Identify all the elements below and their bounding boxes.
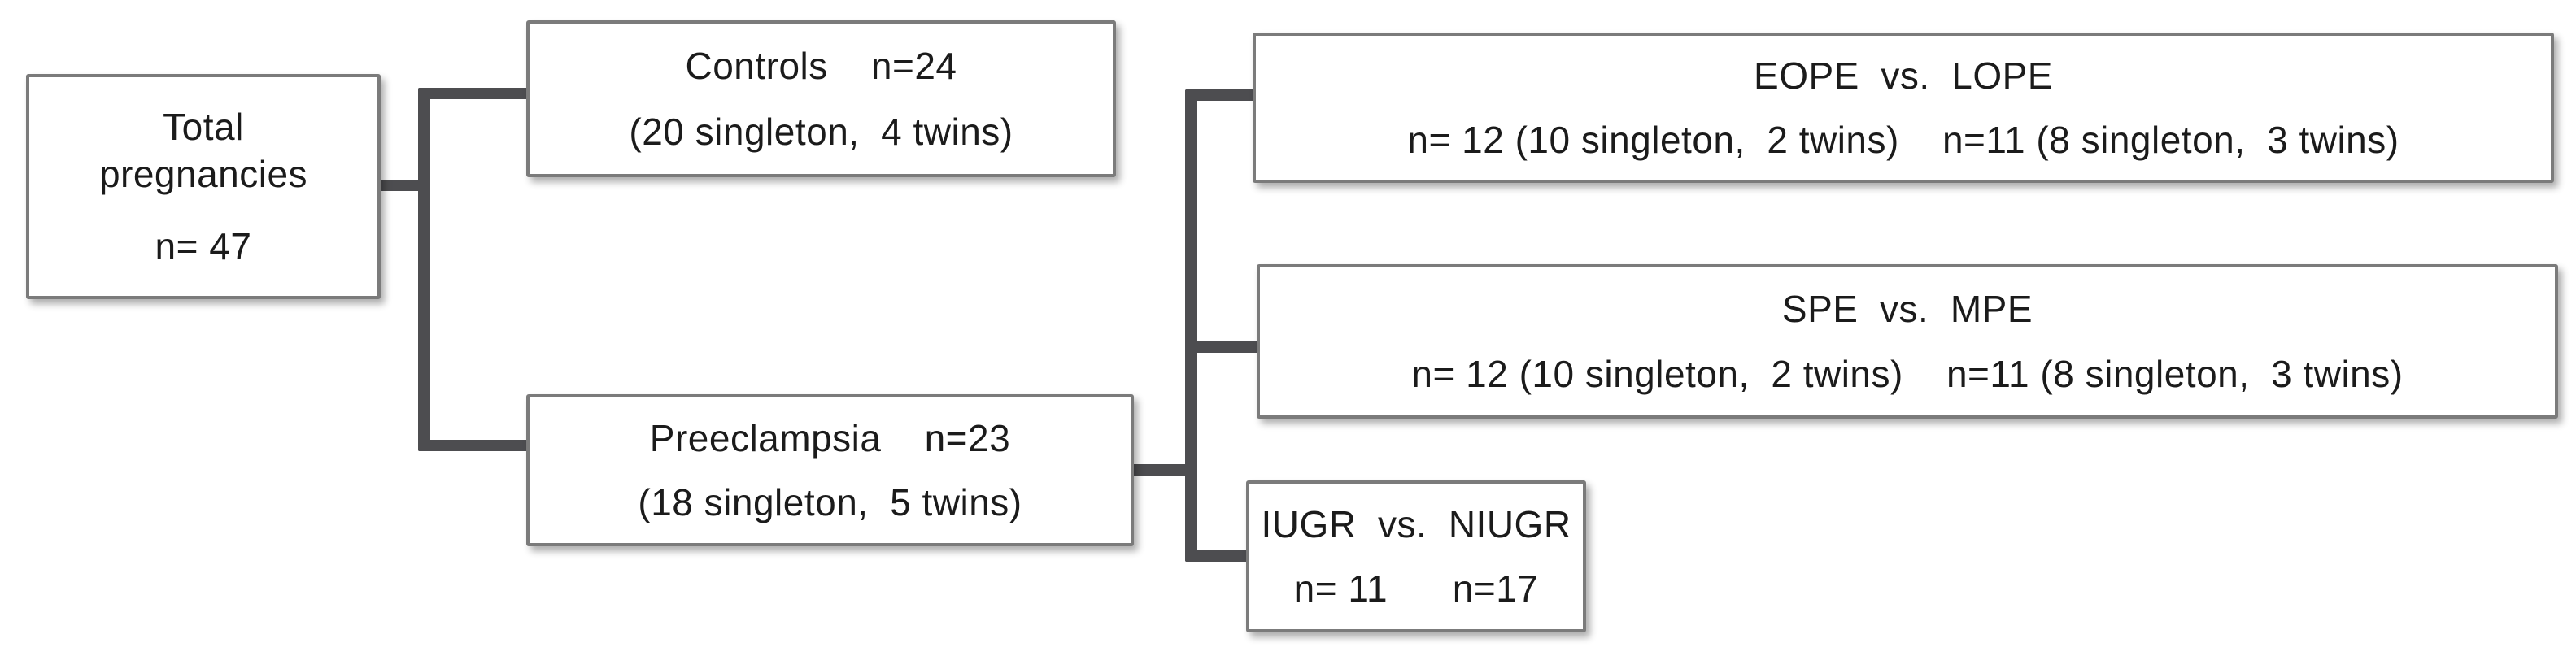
node-total-pregnancies: Total pregnancies n= 47 xyxy=(26,74,381,299)
preeclampsia-title-count: Preeclampsia n=23 xyxy=(649,417,1011,459)
total-count: n= 47 xyxy=(155,225,252,268)
connector-branch-spe-mpe xyxy=(1185,341,1262,353)
connector-branch-preeclampsia xyxy=(418,440,529,451)
eope-lope-title: EOPE vs. LOPE xyxy=(1754,54,2053,98)
total-title-line2: pregnancies xyxy=(98,152,308,195)
node-preeclampsia: Preeclampsia n=23 (18 singleton, 5 twins… xyxy=(526,394,1134,546)
controls-title-count: Controls n=24 xyxy=(685,45,957,87)
node-controls: Controls n=24 (20 singleton, 4 twins) xyxy=(526,20,1116,177)
connector-bracket-1-vertical xyxy=(418,88,430,451)
spe-mpe-counts: n= 12 (10 singleton, 2 twins) n=11 (8 si… xyxy=(1411,353,2404,395)
iugr-niugr-title: IUGR vs. NIUGR xyxy=(1261,503,1571,545)
spe-mpe-title: SPE vs. MPE xyxy=(1781,288,2033,330)
connector-bracket-2-vertical xyxy=(1185,89,1197,562)
controls-breakdown: (20 singleton, 4 twins) xyxy=(629,111,1013,153)
eope-lope-counts: n= 12 (10 singleton, 2 twins) n=11 (8 si… xyxy=(1407,118,2399,161)
iugr-niugr-counts: n= 11 n=17 xyxy=(1293,567,1539,610)
total-title-line1: Total xyxy=(163,105,244,148)
connector-preeclampsia-stub xyxy=(1131,464,1189,476)
node-iugr-vs-niugr: IUGR vs. NIUGR n= 11 n=17 xyxy=(1246,480,1586,632)
node-eope-vs-lope: EOPE vs. LOPE n= 12 (10 singleton, 2 twi… xyxy=(1253,33,2554,183)
preeclampsia-breakdown: (18 singleton, 5 twins) xyxy=(638,481,1022,523)
connector-branch-controls xyxy=(418,88,529,99)
total-pregnancies-title: Total pregnancies xyxy=(99,103,307,198)
connector-total-stub xyxy=(376,180,425,191)
connector-branch-eope-lope xyxy=(1185,89,1257,101)
node-spe-vs-mpe: SPE vs. MPE n= 12 (10 singleton, 2 twins… xyxy=(1257,264,2558,419)
connector-branch-iugr-niugr xyxy=(1185,550,1250,562)
